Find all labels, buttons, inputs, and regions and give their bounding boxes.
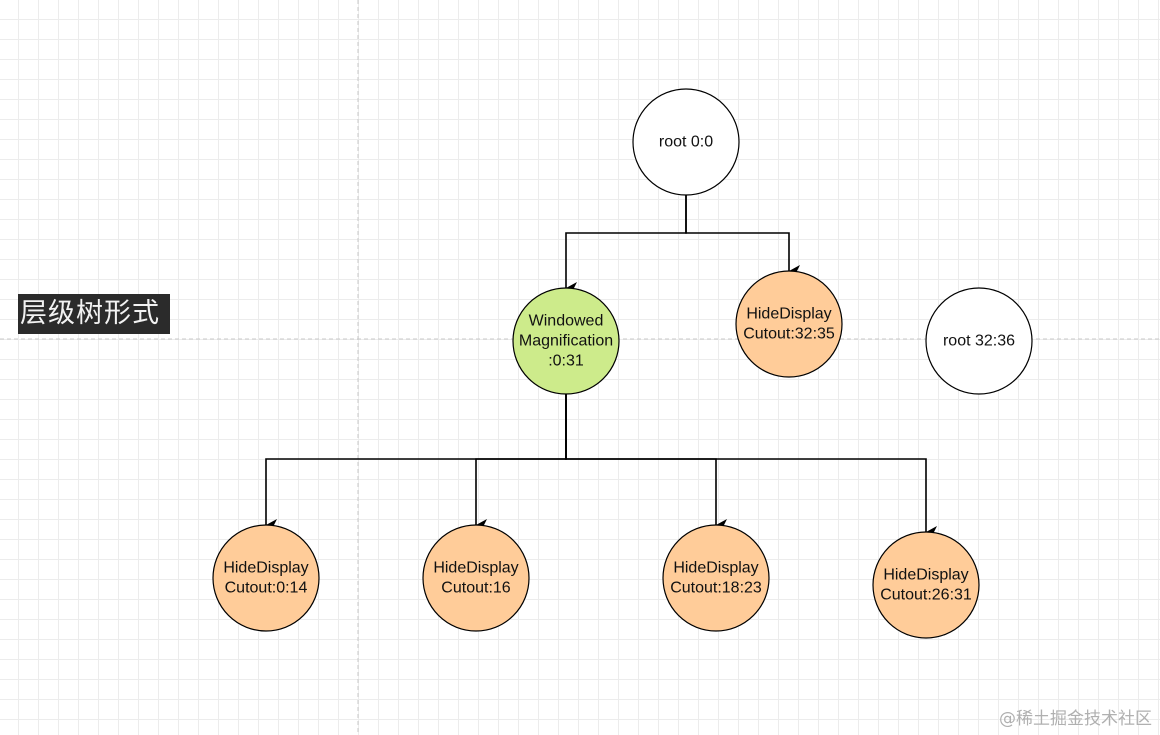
edge-windowed-magnification-to-hide-display-cutout-26-31 — [565, 394, 937, 538]
edge-windowed-magnification-to-hide-display-cutout-16 — [475, 394, 567, 531]
node-label-root-32-36-line-0: root 32:36 — [943, 333, 1015, 350]
node-label-hide-display-cutout-16-line-0: HideDisplay — [433, 560, 518, 577]
node-circle-windowed-magnification[interactable] — [512, 287, 620, 395]
node-label-hide-display-cutout-16-line-1: Cutout:16 — [441, 580, 510, 597]
watermark-text: @稀土掘金技术社区 — [999, 709, 1152, 729]
node-label-hide-display-cutout-26-31-line-1: Cutout:26:31 — [880, 587, 972, 604]
node-label-windowed-magnification-line-1: Magnification — [519, 333, 613, 350]
nodes-layer: root 0:0WindowedMagnification:0:31HideDi… — [212, 88, 1033, 639]
node-circle-hide-display-cutout-26-31[interactable] — [872, 531, 980, 639]
node-label-hide-display-cutout-18-23-line-1: Cutout:18:23 — [670, 580, 762, 597]
edge-root-0-0-to-hide-display-cutout-32-35 — [685, 195, 800, 277]
node-circle-root-0-0[interactable] — [632, 88, 740, 196]
node-label-windowed-magnification-line-0: Windowed — [529, 313, 604, 330]
node-label-hide-display-cutout-26-31-line-0: HideDisplay — [883, 567, 968, 584]
edge-root-0-0-to-windowed-magnification — [565, 195, 687, 294]
node-root-0-0[interactable]: root 0:0 — [632, 88, 740, 196]
node-label-hide-display-cutout-0-14-line-0: HideDisplay — [223, 560, 308, 577]
edges-layer — [265, 195, 937, 538]
node-circle-hide-display-cutout-16[interactable] — [422, 524, 530, 632]
diagram-title: 层级树形式 — [18, 294, 170, 334]
node-label-hide-display-cutout-32-35-line-0: HideDisplay — [746, 306, 831, 323]
node-root-32-36[interactable]: root 32:36 — [925, 287, 1033, 395]
node-label-hide-display-cutout-32-35-line-1: Cutout:32:35 — [743, 326, 835, 343]
node-label-hide-display-cutout-18-23-line-0: HideDisplay — [673, 560, 758, 577]
node-label-hide-display-cutout-0-14-line-1: Cutout:0:14 — [225, 580, 308, 597]
node-label-windowed-magnification-line-2: :0:31 — [548, 353, 584, 370]
node-circle-hide-display-cutout-0-14[interactable] — [212, 524, 320, 632]
node-circle-root-32-36[interactable] — [925, 287, 1033, 395]
node-label-root-0-0-line-0: root 0:0 — [659, 134, 713, 151]
node-circle-hide-display-cutout-32-35[interactable] — [735, 270, 843, 378]
node-circle-hide-display-cutout-18-23[interactable] — [662, 524, 770, 632]
